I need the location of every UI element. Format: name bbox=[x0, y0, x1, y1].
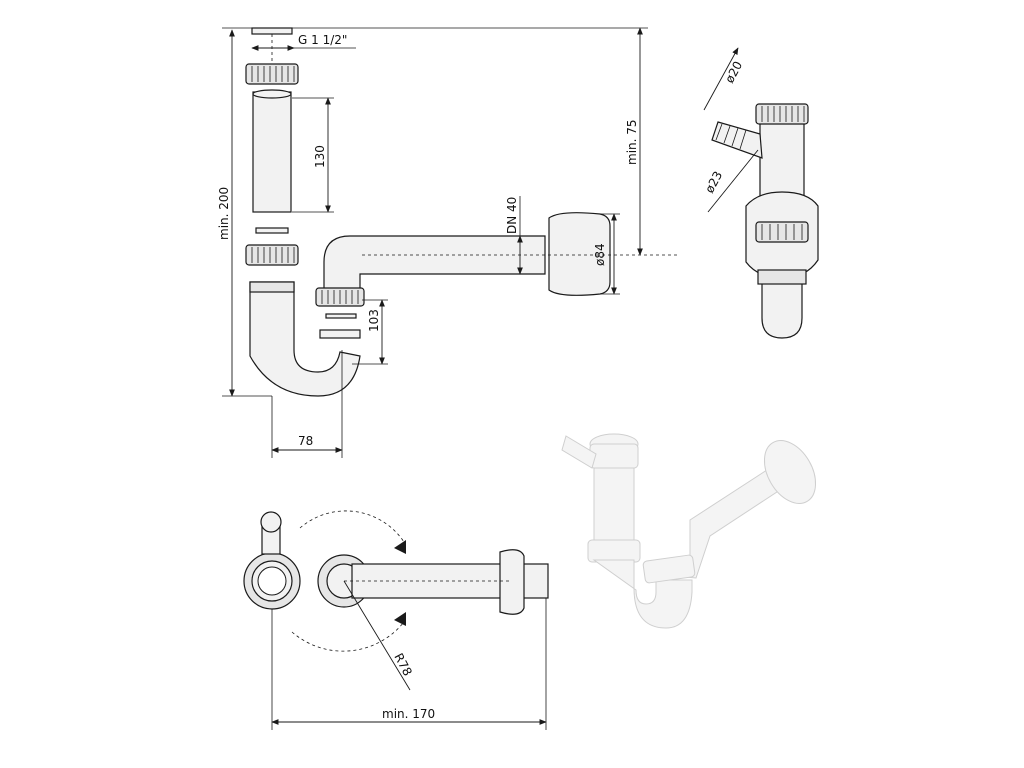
top-view: R78 min. 170 bbox=[243, 510, 549, 730]
side-branch bbox=[711, 121, 763, 159]
dim-dn40: DN 40 bbox=[505, 197, 519, 234]
dim-130: 130 bbox=[313, 145, 327, 168]
thread-label: G 1 1/2" bbox=[298, 33, 347, 47]
dim-78: 78 bbox=[298, 434, 313, 448]
dim-min-200: min. 200 bbox=[217, 187, 231, 240]
u-bend bbox=[249, 281, 361, 397]
side-mid-nut bbox=[755, 221, 809, 243]
dim-103: 103 bbox=[367, 309, 381, 332]
wall-rosette bbox=[548, 212, 611, 296]
product-render bbox=[561, 433, 817, 629]
dim-min-75: min. 75 bbox=[625, 119, 639, 165]
dim-d84: ø84 bbox=[593, 243, 607, 266]
dim-d23: ø23 bbox=[702, 169, 725, 196]
top-washer bbox=[251, 27, 293, 35]
middle-nut bbox=[245, 244, 299, 266]
side-view: ø20 ø23 bbox=[702, 47, 819, 339]
side-top-nut bbox=[755, 103, 809, 125]
middle-washer bbox=[255, 227, 289, 234]
top-nut-ribs bbox=[251, 66, 295, 82]
dim-min-170: min. 170 bbox=[382, 707, 435, 721]
front-view: min. 200 G 1 1/2" 130 DN 40 min. 75 ø84 … bbox=[217, 27, 680, 458]
vertical-tube bbox=[252, 91, 292, 213]
top-nut bbox=[245, 63, 299, 85]
dim-d20: ø20 bbox=[722, 59, 745, 86]
